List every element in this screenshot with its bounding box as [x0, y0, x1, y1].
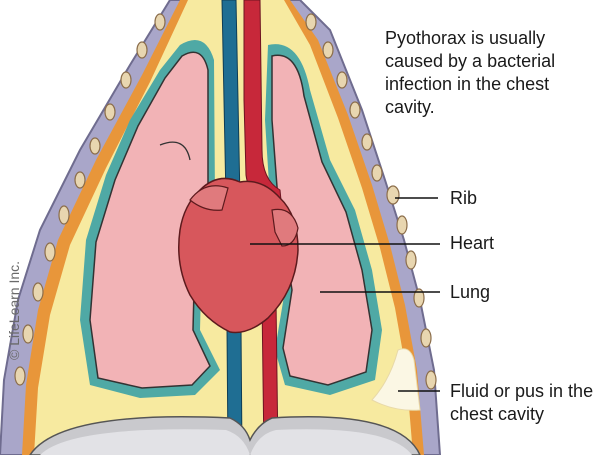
- fluid-pus: [371, 348, 421, 411]
- lung-label: Lung: [450, 282, 491, 302]
- fluid-label: Fluid or pus in the chest cavity: [450, 381, 594, 424]
- diagram-caption: Pyothorax is usually caused by a bacteri…: [385, 28, 556, 117]
- diaphragm-inner: [40, 429, 412, 455]
- right-atrium: [271, 208, 299, 247]
- heart: [178, 177, 299, 334]
- rib-segments: [14, 13, 437, 390]
- heart-label: Heart: [450, 233, 495, 253]
- rib-label: Rib: [450, 188, 478, 208]
- left-atrium: [189, 185, 229, 211]
- left-lung-fissure: [159, 141, 191, 161]
- right-lung: [271, 54, 373, 386]
- copyright-notice: © LifeLearn Inc.: [6, 260, 22, 360]
